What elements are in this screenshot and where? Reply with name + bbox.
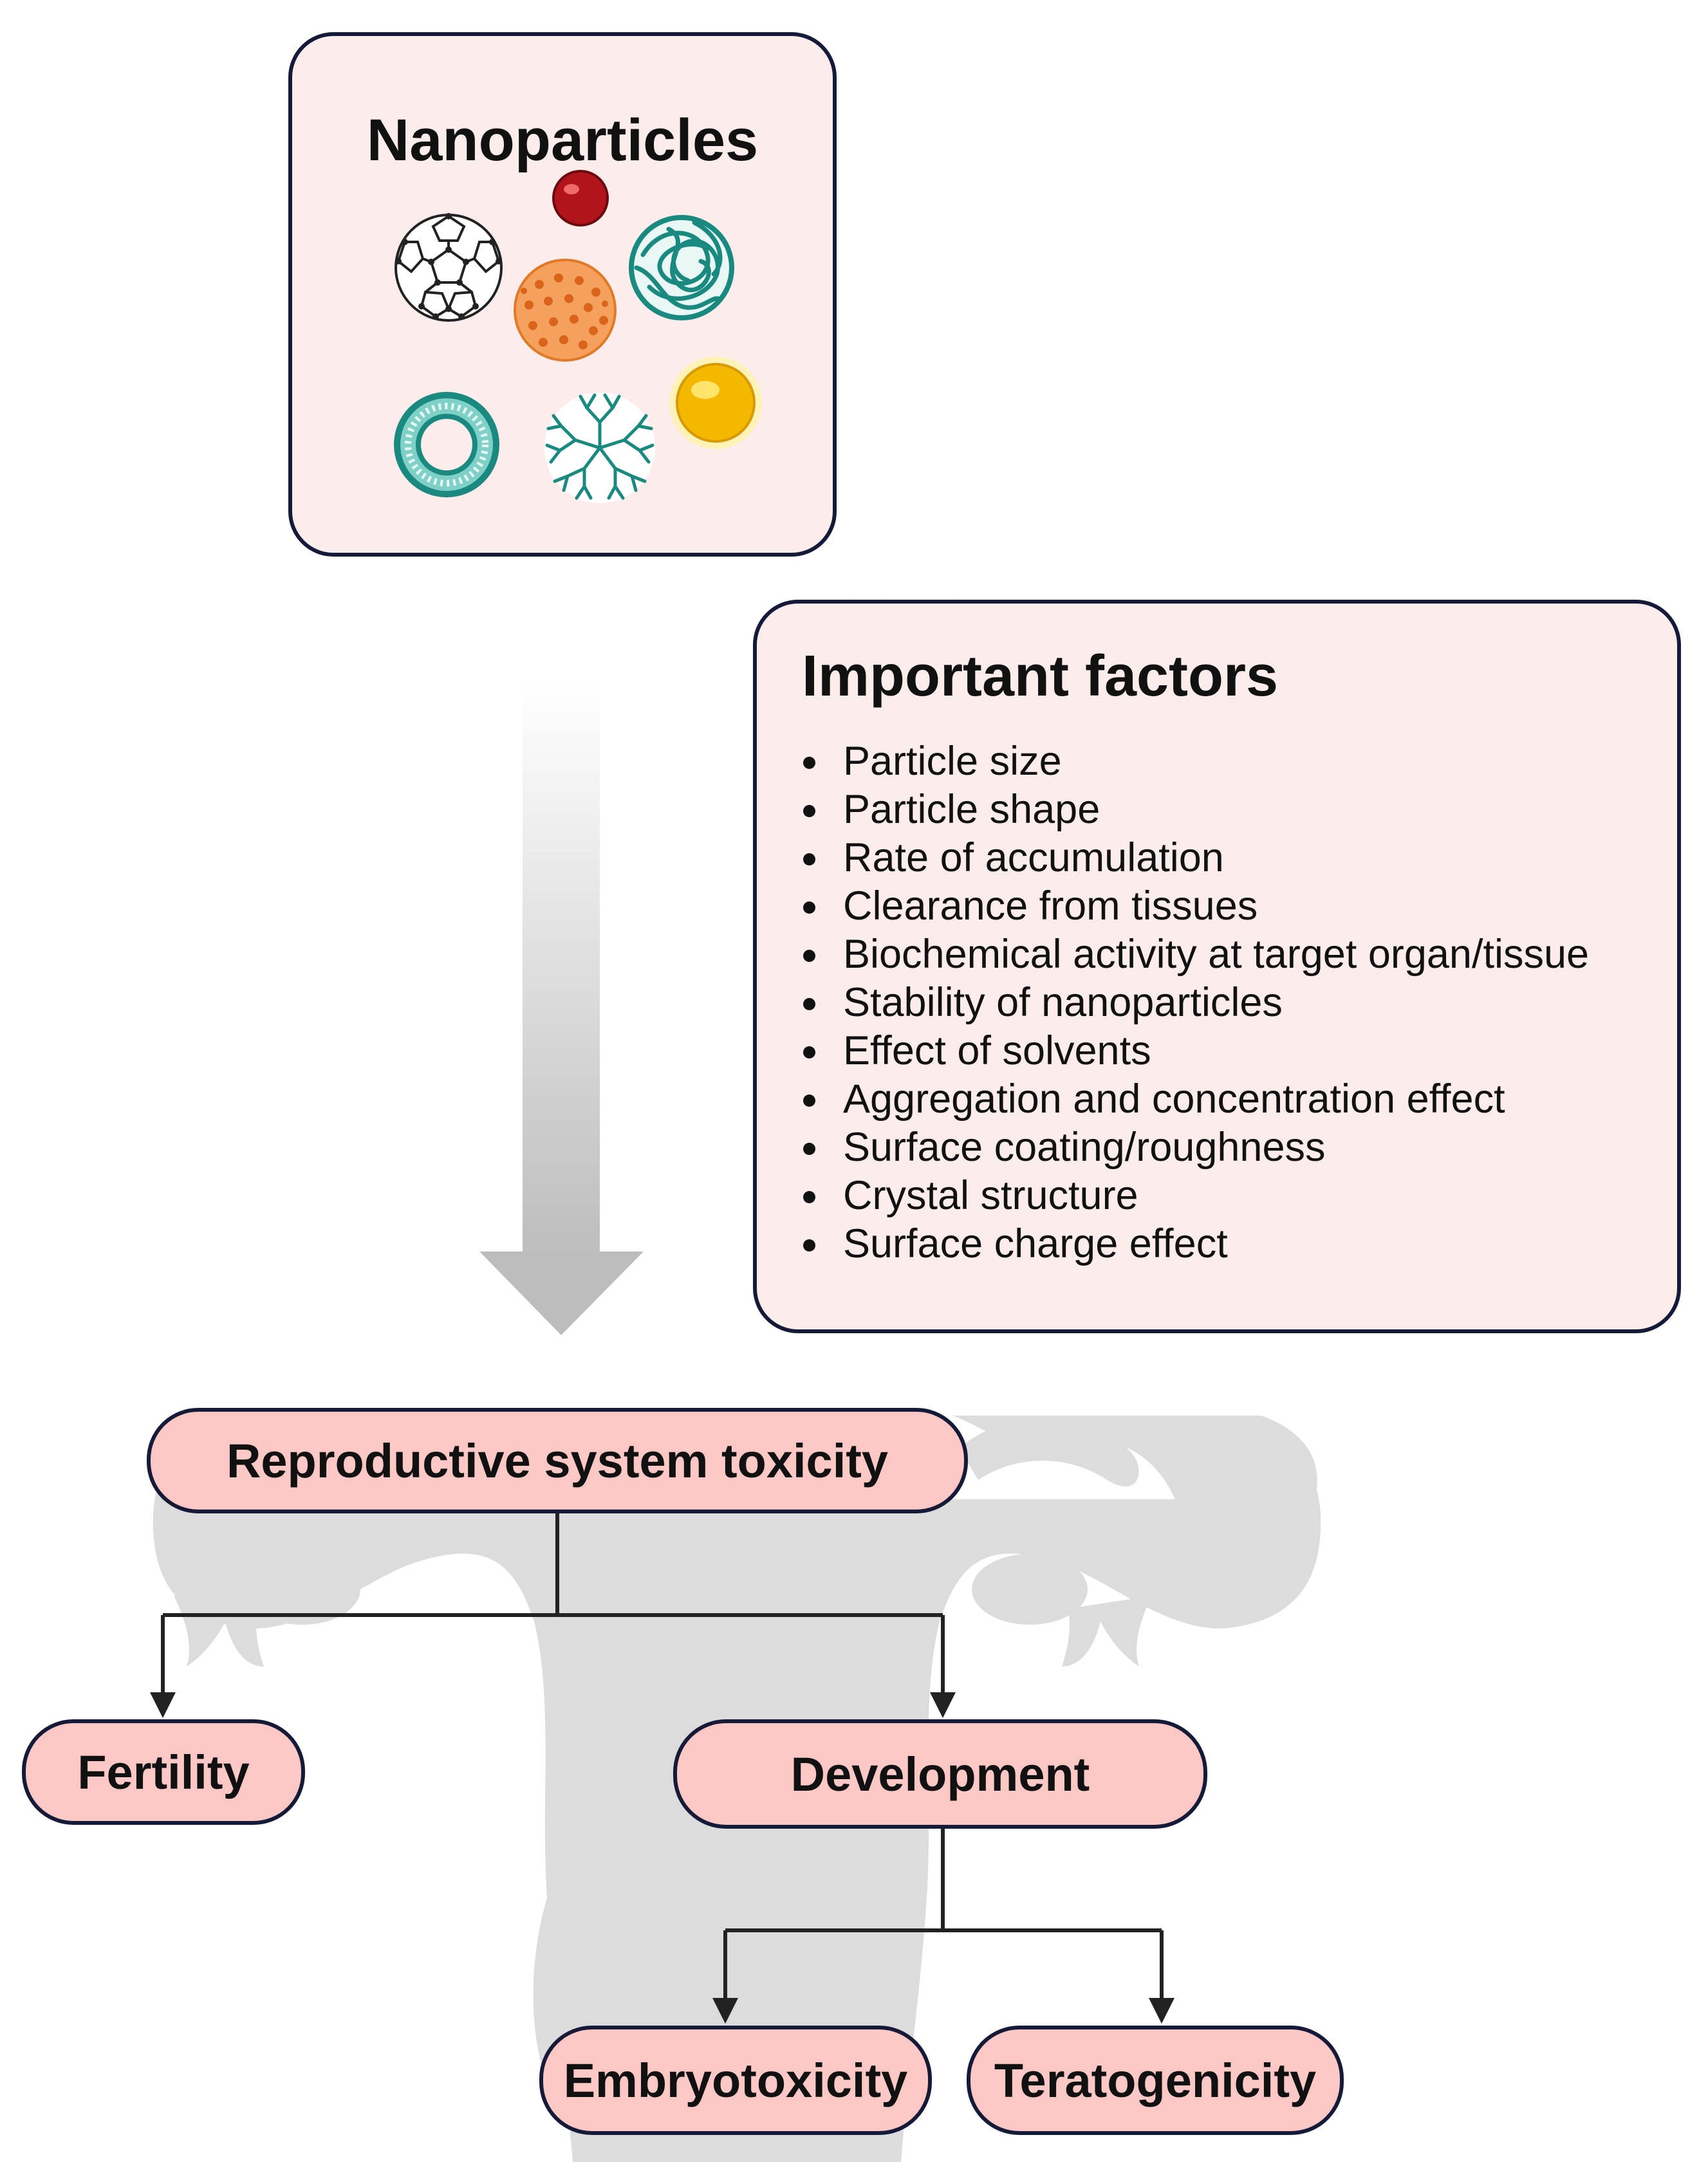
development-node: Development xyxy=(673,1719,1207,1829)
dendrimer-icon xyxy=(544,393,655,503)
nanoparticles-title: Nanoparticles xyxy=(366,107,759,173)
list-item: Particle shape xyxy=(797,786,1589,834)
list-item: Surface coating/roughness xyxy=(797,1123,1589,1172)
teratogenicity-node: Teratogenicity xyxy=(967,2026,1344,2135)
arrowhead-icon xyxy=(150,1692,176,1718)
list-item: Crystal structure xyxy=(797,1172,1589,1220)
fertility-node: Fertility xyxy=(22,1719,305,1825)
gold-nanoparticle-icon xyxy=(669,356,762,449)
list-item: Particle size xyxy=(797,737,1589,786)
important-factors-panel: Important factors Particle size Particle… xyxy=(753,600,1681,1333)
list-item: Aggregation and concentration effect xyxy=(797,1075,1589,1123)
list-item: Stability of nanoparticles xyxy=(797,979,1589,1027)
red-sphere-icon xyxy=(552,170,609,226)
liposome-icon xyxy=(394,392,499,497)
arrowhead-icon xyxy=(930,1692,956,1718)
list-item: Clearance from tissues xyxy=(797,882,1589,930)
fullerene-icon xyxy=(395,213,503,322)
list-item: Surface charge effect xyxy=(797,1220,1589,1268)
porous-sphere-icon xyxy=(514,259,617,362)
arrowhead-icon xyxy=(1149,1998,1174,2024)
arrowhead-icon xyxy=(712,1998,738,2024)
list-item: Biochemical activity at target organ/tis… xyxy=(797,930,1589,979)
important-factors-title: Important factors xyxy=(802,644,1279,708)
nanoparticles-panel: Nanoparticles xyxy=(288,32,837,557)
connector-lines xyxy=(161,1512,1164,2004)
list-item: Effect of solvents xyxy=(797,1027,1589,1075)
arrowheads xyxy=(150,1692,1174,2024)
nanoparticle-illustrations xyxy=(394,170,762,503)
flow-arrow-icon xyxy=(479,682,644,1335)
list-item: Rate of accumulation xyxy=(797,834,1589,882)
reproductive-toxicity-node: Reproductive system toxicity xyxy=(147,1408,968,1513)
factors-list: Particle size Particle shape Rate of acc… xyxy=(797,737,1589,1268)
polymer-coil-icon xyxy=(629,215,734,320)
embryotoxicity-node: Embryotoxicity xyxy=(539,2026,932,2135)
